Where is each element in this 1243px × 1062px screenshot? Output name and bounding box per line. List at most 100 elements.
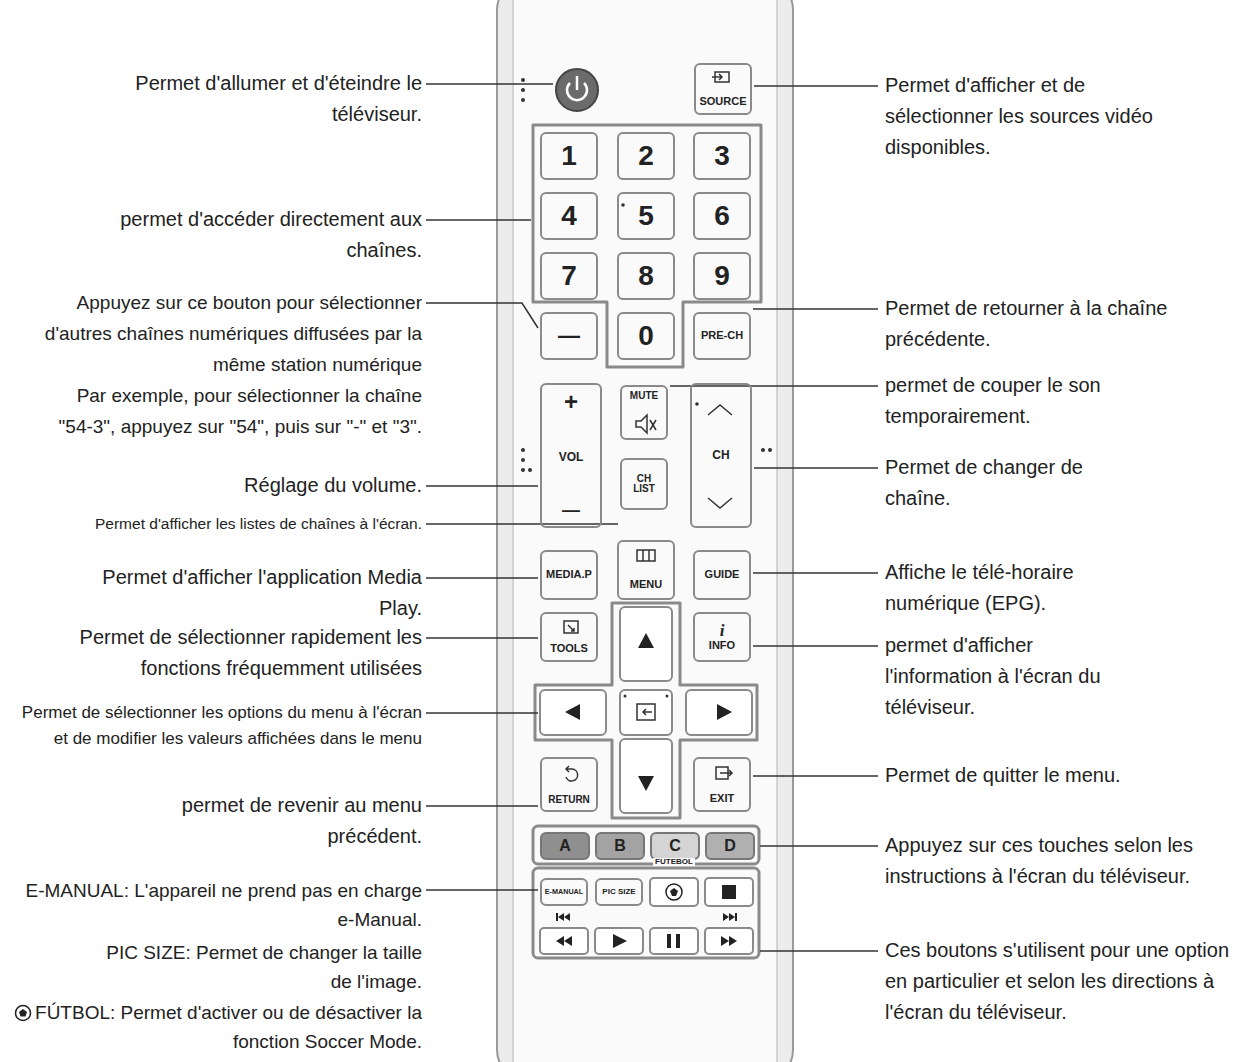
button-label: EXIT xyxy=(710,793,734,805)
plain-buttons xyxy=(540,607,753,954)
callout: permet d'afficher l'information à l'écra… xyxy=(885,630,1135,723)
callout: Réglage du volume. xyxy=(102,470,422,501)
remote-button: PRE-CH xyxy=(693,312,751,360)
callout-text: Permet d'allumer et d'éteindre le télévi… xyxy=(135,72,422,125)
remote-button: 1 xyxy=(540,132,598,180)
remote-button: 5 xyxy=(617,192,675,240)
callout: Appuyez sur ces touches selon les instru… xyxy=(885,830,1237,892)
callout-text: Permet de quitter le menu. xyxy=(885,764,1121,786)
callout-text: permet de revenir au menu précédent. xyxy=(182,794,422,847)
button-label: — xyxy=(562,501,580,520)
button-label: E-MANUAL xyxy=(545,888,583,896)
button-label: RETURN xyxy=(548,795,590,806)
remote-button: 4 xyxy=(540,192,598,240)
callout-text: permet de couper le son temporairement. xyxy=(885,374,1101,427)
button-label: INFO xyxy=(709,640,735,652)
remote-button: FUTEBOL xyxy=(646,858,702,878)
callout-text: Permet de retourner à la chaîne précéden… xyxy=(885,297,1167,350)
button-label: 5 xyxy=(638,201,654,230)
callout-text: Ces boutons s'utilisent pour une option … xyxy=(885,939,1229,1023)
callout: Permet d'afficher l'application Media Pl… xyxy=(102,562,422,624)
callout: Affiche le télé-horaire numérique (EPG). xyxy=(885,557,1155,619)
remote-button: RETURN xyxy=(540,757,598,812)
remote-button: GUIDE xyxy=(693,550,751,600)
callout-text: Permet de sélectionner rapidement les fo… xyxy=(80,626,422,679)
button-label: A xyxy=(559,838,571,855)
button-label: 9 xyxy=(714,261,730,290)
leader-lines xyxy=(426,84,878,951)
button-label: MUTE xyxy=(630,391,658,402)
button-label: MENU xyxy=(630,579,662,591)
callout-text: Appuyez sur ce bouton pour sélectionner … xyxy=(45,292,422,375)
button-label: C xyxy=(669,838,681,855)
remote-button: CH LIST xyxy=(620,458,668,510)
callout-text: Par exemple, pour sélectionner la chaîne… xyxy=(59,385,422,437)
soccer-ball-icon xyxy=(14,1004,32,1022)
button-label: FUTEBOL xyxy=(653,858,695,866)
button-label: 6 xyxy=(714,201,730,230)
button-label: + xyxy=(564,389,578,414)
button-label: CH xyxy=(712,449,729,462)
remote-button: + VOL — xyxy=(540,383,602,528)
callout: Permet de changer de chaîne. xyxy=(885,452,1145,514)
callout-text: FÚTBOL: Permet d'activer ou de désactive… xyxy=(35,1002,422,1052)
callout: Permet d'afficher les listes de chaînes … xyxy=(4,512,422,536)
remote-button: 3 xyxy=(693,132,751,180)
callout: Permet d'afficher et de sélectionner les… xyxy=(885,70,1155,163)
callout: PIC SIZE: Permet de changer la taille de… xyxy=(102,938,422,996)
button-label: GUIDE xyxy=(705,569,740,581)
remote-button: TOOLS xyxy=(540,612,598,662)
callout: FÚTBOL: Permet d'activer ou de désactive… xyxy=(12,998,422,1056)
remote-button: E-MANUAL xyxy=(540,878,588,906)
button-label: 8 xyxy=(638,261,654,290)
callout: Par exemple, pour sélectionner la chaîne… xyxy=(42,380,422,442)
callout: Permet d'allumer et d'éteindre le télévi… xyxy=(92,68,422,130)
remote-button: — xyxy=(540,312,598,360)
callout: Permet de sélectionner rapidement les fo… xyxy=(12,622,422,684)
button-label: — xyxy=(558,324,580,347)
remote-button: 9 xyxy=(693,252,751,300)
button-label: PIC SIZE xyxy=(602,888,635,896)
soccer-ball-icon xyxy=(666,884,682,900)
callout-text: Permet d'afficher les listes de chaînes … xyxy=(95,515,422,532)
remote-button: MEDIA.P xyxy=(540,550,598,600)
callout-text: permet d'accéder directement aux chaînes… xyxy=(120,208,422,261)
callout-text: Permet d'afficher et de sélectionner les… xyxy=(885,74,1153,158)
remote-button: CH xyxy=(690,383,752,528)
remote-button: MENU xyxy=(617,540,675,600)
power-button xyxy=(556,69,598,111)
remote-button: EXIT xyxy=(693,757,751,812)
remote-button: 7 xyxy=(540,252,598,300)
tactile-dots xyxy=(521,78,772,698)
button-label: PRE-CH xyxy=(701,330,743,342)
remote-button: SOURCE xyxy=(694,63,752,115)
button-label: i xyxy=(720,622,725,640)
callout-text: Réglage du volume. xyxy=(244,474,422,496)
callout: E-MANUAL: L'appareil ne prend pas en cha… xyxy=(22,876,422,934)
button-group-frames xyxy=(533,125,761,958)
callout-text: Permet de sélectionner les options du me… xyxy=(22,703,422,748)
button-label: VOL xyxy=(559,451,584,464)
callout-text: Permet d'afficher l'application Media Pl… xyxy=(102,566,422,619)
callout: Permet de quitter le menu. xyxy=(885,760,1225,791)
remote-button: PIC SIZE xyxy=(595,878,643,906)
button-label: SOURCE xyxy=(699,96,746,108)
callout: Permet de retourner à la chaîne précéden… xyxy=(885,293,1225,355)
callout-text: Affiche le télé-horaire numérique (EPG). xyxy=(885,561,1074,614)
button-label: MEDIA.P xyxy=(546,569,592,581)
remote-button: D xyxy=(705,832,755,860)
callout-text: Permet de changer de chaîne. xyxy=(885,456,1083,509)
button-label: 2 xyxy=(638,141,654,170)
callout-text: Appuyez sur ces touches selon les instru… xyxy=(885,834,1193,887)
remote-button: A xyxy=(540,832,590,860)
callout-text: PIC SIZE: Permet de changer la taille de… xyxy=(106,942,422,992)
remote-button: 8 xyxy=(617,252,675,300)
callout: permet de revenir au menu précédent. xyxy=(122,790,422,852)
remote-button: iINFO xyxy=(693,612,751,662)
callout-text: E-MANUAL: L'appareil ne prend pas en cha… xyxy=(25,880,422,930)
remote-button: 0 xyxy=(617,312,675,360)
remote-button: C xyxy=(650,832,700,860)
remote-body xyxy=(497,0,793,1062)
button-label: 4 xyxy=(561,201,577,230)
